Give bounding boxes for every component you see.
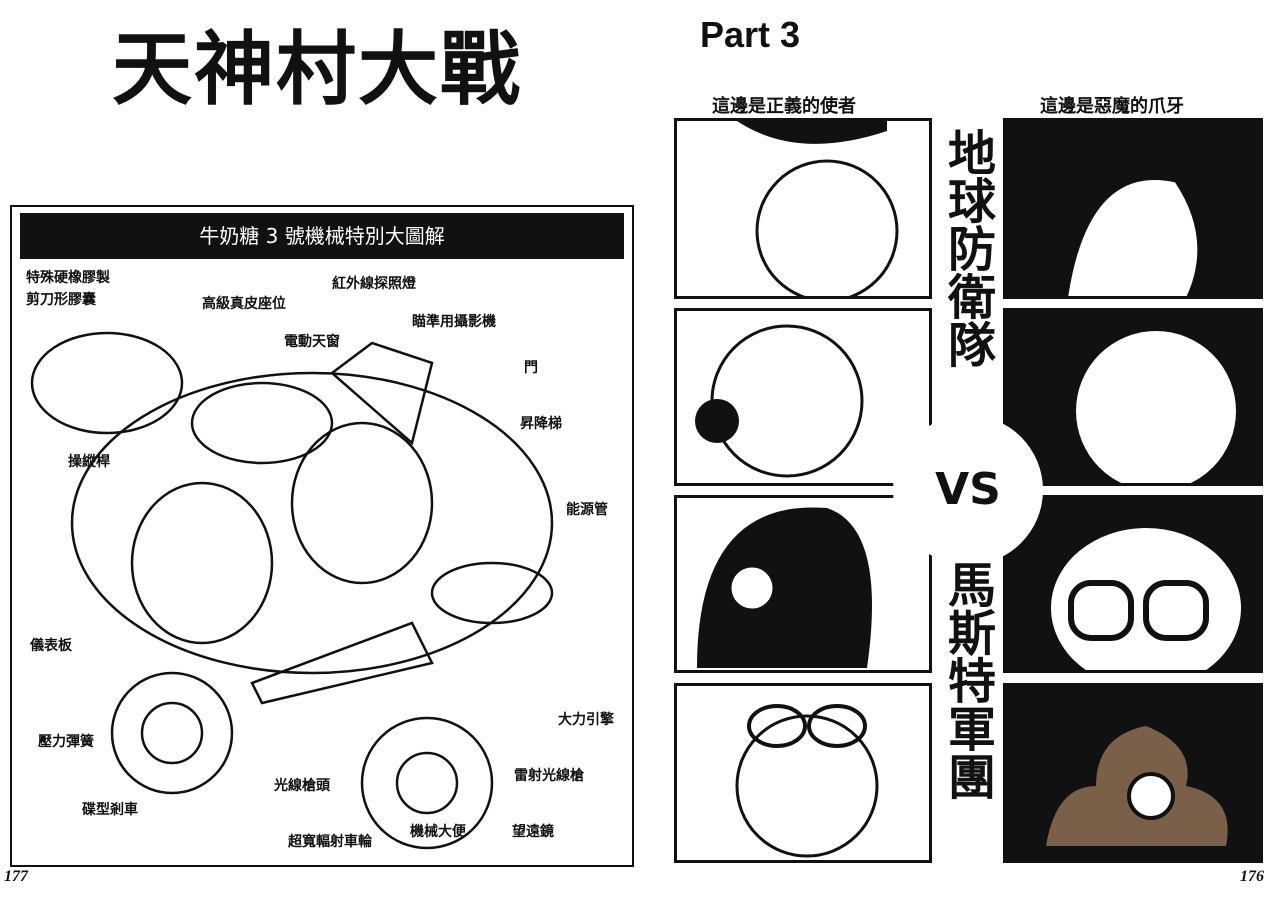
diagram-label: 特殊硬橡膠製 (26, 270, 110, 286)
diagram-label: 高級真皮座位 (202, 296, 286, 312)
diagram-label: 雷射光線槍 (514, 768, 584, 784)
villain-panel-3 (1003, 495, 1263, 673)
hero-panel-1 (674, 118, 932, 299)
villain-panel-4 (1003, 683, 1263, 863)
hero-panel-3 (674, 495, 932, 673)
villain-panel-2 (1003, 308, 1263, 486)
villain-panel-1 (1003, 118, 1263, 299)
diagram-heading: 牛奶糖 3 號機械特別大圖解 (20, 213, 624, 259)
diagram-label: 壓力彈簧 (38, 734, 94, 750)
diagram-label: 剪刀形膠囊 (26, 292, 96, 308)
diagram-label: 紅外線探照燈 (332, 276, 416, 292)
team-mast-army: 馬斯特軍團 (939, 560, 995, 800)
diagram-label: 光線槍頭 (274, 778, 330, 794)
diagram-label: 能源管 (566, 502, 608, 518)
diagram-label: 電動天窗 (284, 334, 340, 350)
machine-illustration (30, 331, 554, 850)
hero-panel-4 (674, 683, 932, 863)
diagram-label: 昇降梯 (520, 416, 562, 432)
diagram-label: 操縱桿 (68, 454, 110, 470)
page-number-right: 176 (1240, 868, 1264, 885)
machine-diagram: 牛奶糖 3 號機械特別大圖解 特殊硬橡膠製 剪刀形膠囊 高級真皮座位 紅外線探照… (10, 205, 634, 867)
hero-panel-2 (674, 308, 932, 486)
diagram-label: 儀表板 (30, 638, 72, 654)
diagram-label: 機械大便 (410, 824, 466, 840)
team-earth-defense: 地球防衛隊 (939, 128, 995, 368)
caption-heroes: 這邊是正義的使者 (712, 96, 856, 117)
part-heading: Part 3 (700, 14, 801, 55)
page-title: 天神村大戰 (112, 23, 522, 116)
vs-badge: VS (893, 415, 1043, 565)
diagram-label: 門 (524, 360, 538, 376)
diagram-label: 大力引擎 (558, 712, 614, 728)
diagram-label: 望遠鏡 (512, 824, 554, 840)
diagram-label: 碟型剎車 (82, 802, 138, 818)
page-number-left: 177 (4, 868, 28, 885)
diagram-label: 瞄準用攝影機 (412, 314, 496, 330)
diagram-label: 超寬輻射車輪 (288, 834, 372, 850)
caption-villains: 這邊是惡魔的爪牙 (1040, 96, 1184, 117)
